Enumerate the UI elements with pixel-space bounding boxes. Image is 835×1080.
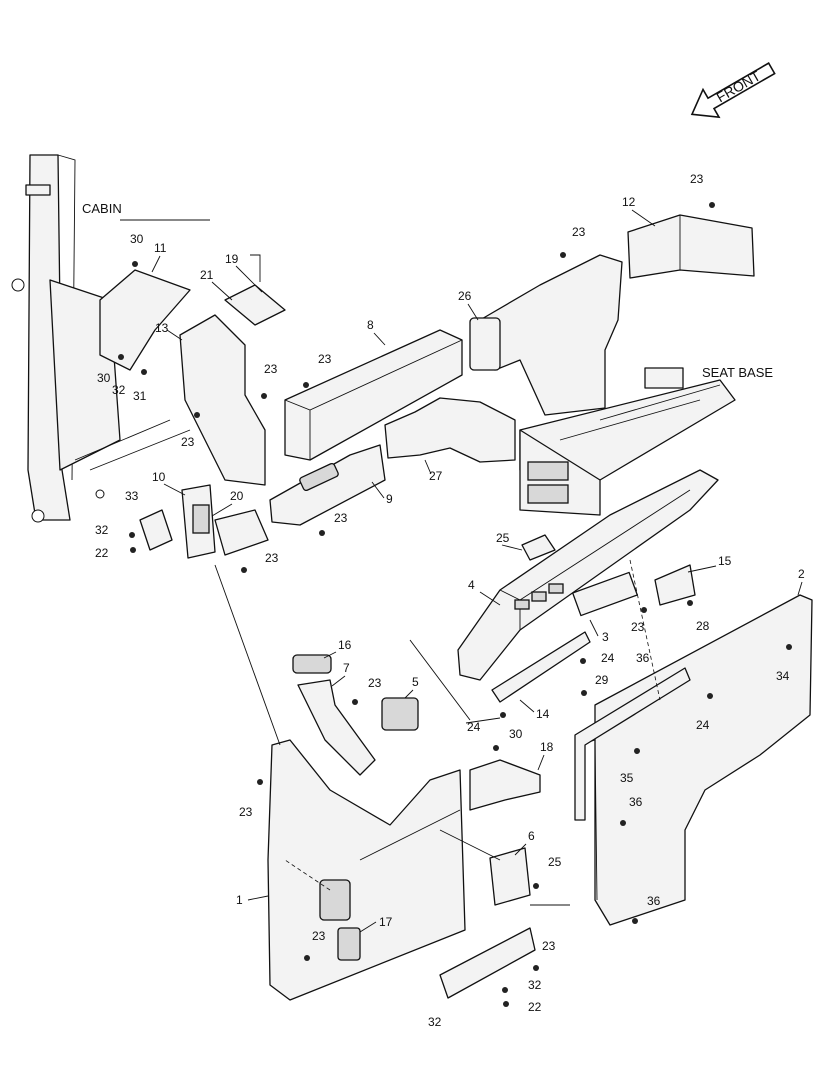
bracket-35 (139, 509, 173, 551)
callout-23j: 23 (542, 939, 556, 953)
callout-30b: 29 (595, 673, 609, 687)
part-3 (572, 571, 638, 617)
seat-base-label: SEAT BASE (702, 365, 773, 380)
callout-32b: 31 (133, 389, 147, 403)
bracket-11 (99, 269, 191, 371)
duct-7 (297, 679, 376, 776)
console-switches (514, 583, 564, 610)
callout-36a: 34 (776, 669, 790, 683)
callout-30a: 28 (696, 619, 710, 633)
callout-27: 25 (496, 531, 510, 545)
bracket-15 (654, 564, 696, 606)
part-27 (521, 534, 556, 561)
panel-2 (594, 594, 813, 926)
callout-19: 19 (225, 252, 239, 266)
callout-22b: 22 (528, 1000, 542, 1014)
callout-37: 36 (636, 651, 650, 665)
callout-2: 2 (798, 567, 805, 581)
callout-36c: 36 (629, 795, 643, 809)
callout-23h: 23 (368, 676, 382, 690)
callout-25a: 24 (601, 651, 615, 665)
bracket-34 (439, 927, 536, 999)
callout-1: 1 (236, 893, 243, 907)
callout-23f: 23 (334, 511, 348, 525)
callout-23c: 23 (318, 352, 332, 366)
callout-3: 3 (602, 630, 609, 644)
callout-7: 7 (343, 661, 350, 675)
leader-lines (214, 559, 661, 906)
callout-12: 12 (622, 195, 636, 209)
callout-16: 16 (338, 638, 352, 652)
callout-29: 27 (429, 469, 443, 483)
callout-11: 11 (154, 241, 167, 255)
part-19-21 (224, 284, 286, 326)
callout-5: 5 (412, 675, 419, 689)
panel-6 (489, 847, 531, 906)
vent-16-slot (319, 879, 351, 921)
callout-4: 4 (468, 578, 475, 592)
callouts: 1 2 3 4 5 6 7 8 9 10 11 12 13 14 15 16 1… (95, 172, 805, 1029)
callout-14: 14 (536, 707, 550, 721)
callout-30c: 30 (509, 727, 523, 741)
callout-28: 26 (458, 289, 472, 303)
callout-23d: 23 (264, 362, 278, 376)
callout-25b: 24 (467, 720, 481, 734)
cabin-label: CABIN (82, 201, 122, 216)
vent-5 (381, 697, 419, 731)
callout-32d: 32 (528, 978, 542, 992)
front-label: FRONT (713, 67, 763, 105)
callout-33: 32 (112, 383, 126, 397)
bracket-18 (469, 759, 541, 811)
callout-23i: 23 (312, 929, 326, 943)
callout-10: 10 (152, 470, 166, 484)
bolts (118, 202, 792, 1007)
duct-28-grille (469, 317, 501, 371)
front-arrow: FRONT (690, 62, 776, 119)
seat-base (519, 367, 736, 516)
duct-9 (269, 444, 386, 526)
duct-13 (179, 314, 266, 486)
callout-23b: 23 (572, 225, 586, 239)
duct-28 (479, 254, 623, 416)
callout-17: 17 (379, 915, 393, 929)
callout-24c: 24 (696, 718, 710, 732)
callout-32a: 30 (130, 232, 144, 246)
callout-26: 25 (548, 855, 562, 869)
callout-22a: 22 (95, 546, 109, 560)
console-4 (457, 469, 719, 681)
callout-31: 30 (97, 371, 111, 385)
duct-12 (627, 214, 755, 279)
callout-35: 33 (125, 489, 139, 503)
duct-29 (384, 397, 516, 463)
callout-23g: 23 (265, 551, 279, 565)
callout-23e: 23 (181, 435, 195, 449)
callout-15: 15 (718, 554, 732, 568)
callout-leaders (151, 209, 803, 933)
part-14 (491, 631, 591, 703)
vent-17 (337, 927, 361, 961)
callout-32c: 32 (95, 523, 109, 537)
callout-34: 32 (428, 1015, 442, 1029)
callout-36d: 36 (647, 894, 661, 908)
duct-20 (214, 509, 269, 556)
callout-20: 20 (230, 489, 244, 503)
callout-18: 18 (540, 740, 554, 754)
callout-9: 9 (386, 492, 393, 506)
panel-1 (267, 739, 466, 1001)
callout-21: 21 (200, 268, 214, 282)
callout-24b: 23 (631, 620, 645, 634)
duct-8 (284, 329, 463, 461)
callout-24a: 23 (239, 805, 253, 819)
vent-16 (292, 654, 332, 674)
callout-23a: 23 (690, 172, 704, 186)
callout-36b: 35 (620, 771, 634, 785)
callout-13: 13 (155, 321, 169, 335)
panel-37 (574, 667, 691, 821)
callout-8: 8 (367, 318, 374, 332)
callout-6: 6 (528, 829, 535, 843)
